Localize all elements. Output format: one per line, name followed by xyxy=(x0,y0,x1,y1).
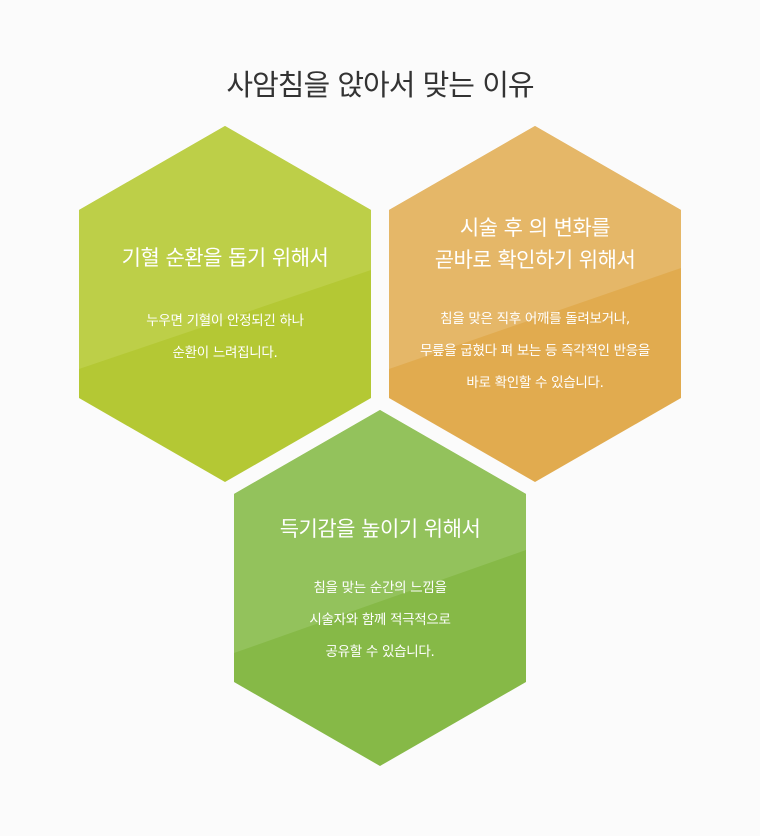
reason-description: 누우면 기혈이 안정되긴 하나 순환이 느려집니다. xyxy=(79,305,371,369)
reason-description-line: 순환이 느려집니다. xyxy=(172,345,278,361)
reason-description: 침을 맞은 직후 어깨를 돌려보거나, 무릎을 굽혔다 펴 보는 등 즉각적인 … xyxy=(389,303,681,399)
reason-description-line: 시술자와 함께 적극적으로 xyxy=(309,612,451,628)
hexagon-content: 시술 후 의 변화를 곧바로 확인하기 위해서 침을 맞은 직후 어깨를 돌려보… xyxy=(389,212,681,399)
hexagon-shape xyxy=(389,126,681,482)
reason-title-line: 시술 후 의 변화를 xyxy=(459,216,611,240)
hexagon-reason-deqi: 득기감을 높이기 위해서 침을 맞는 순간의 느낌을 시술자와 함께 적극적으로… xyxy=(234,410,526,766)
hexagon-shape xyxy=(79,126,371,482)
hexagon-content: 득기감을 높이기 위해서 침을 맞는 순간의 느낌을 시술자와 함께 적극적으로… xyxy=(234,513,526,668)
reason-title-line: 득기감을 높이기 위해서 xyxy=(279,517,481,541)
reason-description-line: 무릎을 굽혔다 펴 보는 등 즉각적인 반응을 xyxy=(420,343,650,359)
hexagon-reason-immediate-check: 시술 후 의 변화를 곧바로 확인하기 위해서 침을 맞은 직후 어깨를 돌려보… xyxy=(389,126,681,482)
hexagon-reason-circulation: 기혈 순환을 돕기 위해서 누우면 기혈이 안정되긴 하나 순환이 느려집니다. xyxy=(79,126,371,482)
reason-title: 기혈 순환을 돕기 위해서 xyxy=(79,242,371,274)
reason-title: 득기감을 높이기 위해서 xyxy=(234,513,526,545)
reason-title-line: 곧바로 확인하기 위해서 xyxy=(434,248,636,272)
hexagon-shape xyxy=(234,410,526,766)
reason-description: 침을 맞는 순간의 느낌을 시술자와 함께 적극적으로 공유할 수 있습니다. xyxy=(234,572,526,668)
hexagon-fill-light xyxy=(389,126,681,369)
hexagon-fill-light xyxy=(79,126,371,369)
reason-description-line: 침을 맞는 순간의 느낌을 xyxy=(313,580,447,596)
hexagon-content: 기혈 순환을 돕기 위해서 누우면 기혈이 안정되긴 하나 순환이 느려집니다. xyxy=(79,242,371,369)
reason-description-line: 바로 확인할 수 있습니다. xyxy=(466,375,604,391)
reason-description-line: 누우면 기혈이 안정되긴 하나 xyxy=(146,313,304,329)
reason-title-line: 기혈 순환을 돕기 위해서 xyxy=(121,246,329,270)
hexagon-fill-light xyxy=(234,410,526,653)
reason-description-line: 침을 맞은 직후 어깨를 돌려보거나, xyxy=(440,311,630,327)
reason-description-line: 공유할 수 있습니다. xyxy=(325,644,435,660)
reason-title: 시술 후 의 변화를 곧바로 확인하기 위해서 xyxy=(389,212,681,276)
page-title: 사암침을 앉아서 맞는 이유 xyxy=(226,68,534,102)
